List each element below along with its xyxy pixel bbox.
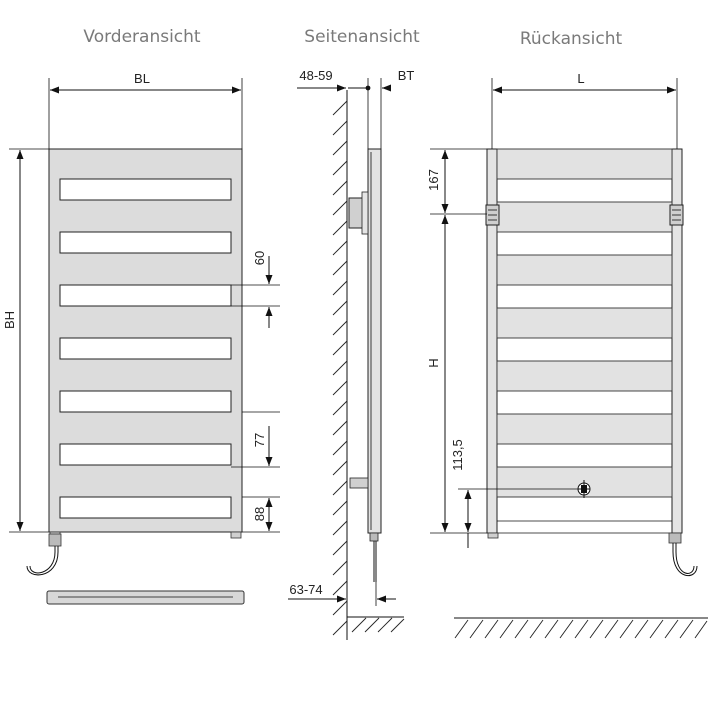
back-slat (496, 413, 673, 445)
h-label: H (426, 358, 441, 367)
dim-113-label: 113,5 (450, 439, 465, 471)
fixing-point-icon (577, 480, 591, 498)
side-view: 48-59 BT 63-74 (288, 68, 414, 640)
l-label: L (577, 71, 584, 86)
dim-60-label: 60 (252, 251, 267, 265)
dim-167-label: 167 (426, 169, 441, 191)
bh-label: BH (2, 311, 17, 329)
bl-label: BL (134, 71, 150, 86)
front-slot (59, 496, 232, 519)
wall-gap-bottom-label: 63-74 (289, 582, 322, 597)
front-slot (59, 443, 232, 466)
heater-plug-icon (668, 532, 682, 544)
back-slat (496, 307, 673, 339)
bt-label: BT (398, 68, 415, 83)
front-slot (59, 284, 232, 307)
back-view: L 167 H 113,5 (426, 71, 708, 639)
back-slat (496, 254, 673, 286)
back-view-title: Rückansicht (520, 29, 623, 49)
back-slat (496, 201, 673, 233)
heater-plug-icon (48, 533, 62, 547)
back-slat (496, 148, 673, 180)
front-slot (59, 337, 232, 360)
bracket-icon (485, 204, 500, 226)
top-view-bar (46, 590, 245, 605)
wall-gap-top-label: 48-59 (299, 68, 332, 83)
cable-icon (672, 543, 698, 577)
bracket-icon (669, 204, 684, 226)
front-view-title: Vorderansicht (83, 27, 201, 47)
cable-icon (29, 546, 56, 574)
side-view-title: Seitenansicht (304, 27, 420, 47)
side-panel (367, 148, 382, 534)
front-slot (59, 390, 232, 413)
dim-77-label: 77 (252, 433, 267, 447)
front-slot (59, 178, 232, 201)
back-slat (496, 360, 673, 392)
front-slot (59, 231, 232, 254)
front-view: BL BH 60 77 88 (2, 71, 280, 605)
dim-88-label: 88 (252, 507, 267, 521)
